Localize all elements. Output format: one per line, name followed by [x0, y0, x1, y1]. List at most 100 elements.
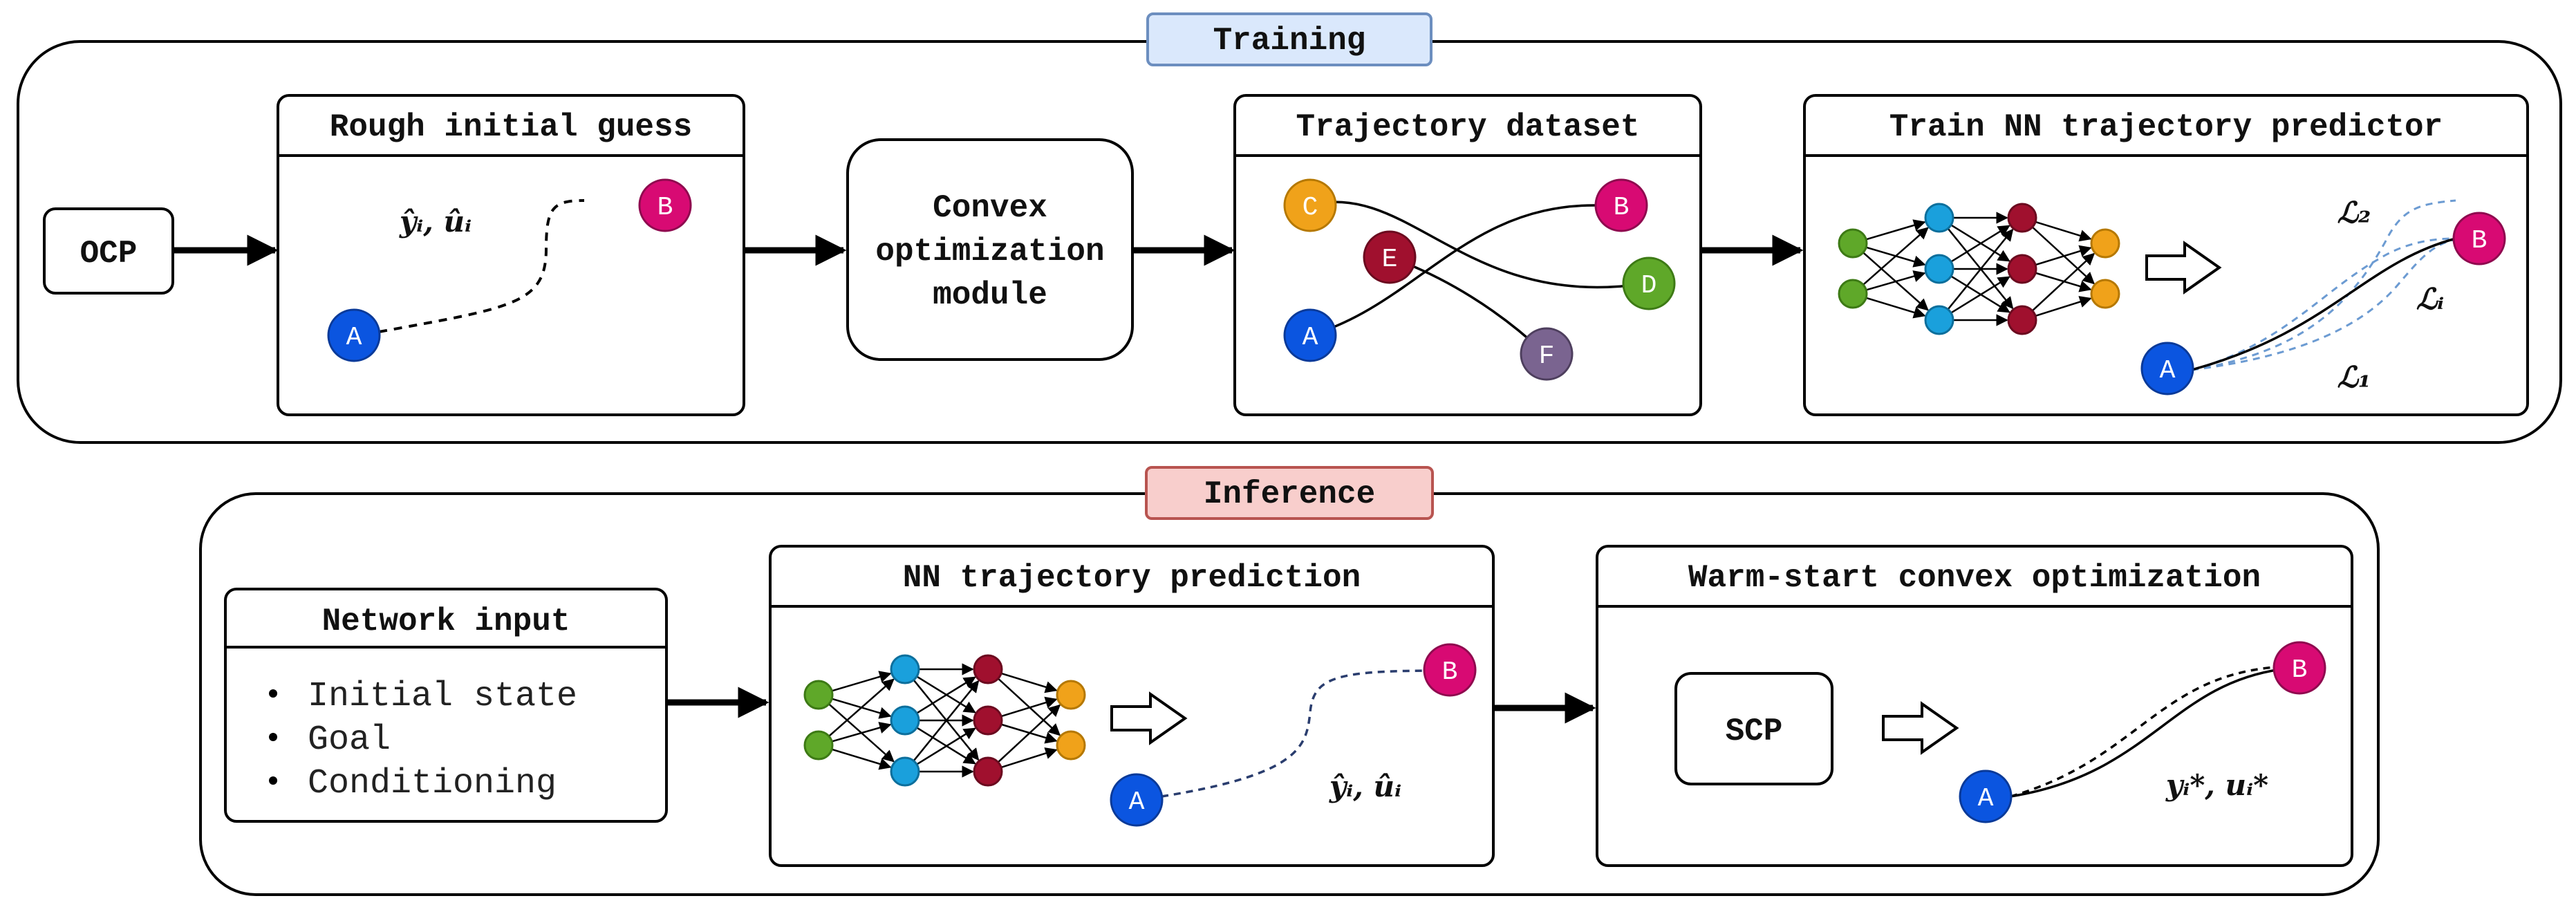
input-item-initial-state: Initial state [308, 677, 577, 716]
svg-text:A: A [346, 323, 362, 353]
nn-edge [1865, 219, 1926, 241]
nn-edge [2035, 221, 2092, 242]
loss-i-label: ℒᵢ [2416, 282, 2444, 316]
nn-neuron [1924, 254, 1954, 284]
loss-curve-1 [2191, 199, 2456, 371]
training-panel: Training OCP Rough initial guess ŷᵢ, ûᵢ … [17, 12, 2562, 444]
node-a [1110, 773, 1164, 827]
nn-edge [1947, 228, 2014, 310]
nn-neuron [973, 756, 1003, 787]
nn-prediction-box: NN trajectory prediction A B ŷᵢ, ûᵢ [769, 545, 1495, 867]
bullet-dot [269, 776, 277, 785]
svg-text:A: A [1129, 787, 1145, 817]
hollow-arrow-icon [1882, 701, 1959, 755]
bullet-dot [269, 733, 277, 741]
rough-guess-title: Rough initial guess [330, 109, 693, 145]
warm-start-title: Warm-start convex optimization [1688, 560, 2261, 596]
svg-text:A: A [1978, 784, 1994, 814]
nn-neuron [2007, 305, 2037, 335]
node-b [1594, 178, 1648, 232]
node-a [1959, 770, 2013, 823]
nn-neuron [2007, 254, 2037, 284]
nn-edge [997, 678, 1061, 736]
bullet-dot [269, 689, 277, 698]
node-c [1283, 178, 1337, 232]
traj-c-d [1309, 200, 1646, 289]
inference-label: Inference [1204, 476, 1375, 512]
network-input-title: Network input [322, 604, 570, 640]
svg-text:F: F [1539, 342, 1555, 371]
optimized-trajectory [2010, 668, 2282, 798]
nn-edge [1863, 227, 1929, 286]
neural-network-icon [803, 654, 1086, 787]
nn-neuron [890, 705, 920, 736]
svg-text:C: C [1303, 193, 1318, 223]
nn-edge [916, 727, 976, 765]
node-f [1520, 327, 1574, 381]
loss-curve-2 [2191, 237, 2456, 371]
nn-neuron [803, 680, 834, 710]
nn-neuron [1056, 680, 1086, 710]
loss-curve-3 [2191, 237, 2462, 371]
rough-guess-box: Rough initial guess ŷᵢ, ûᵢ A B [277, 94, 745, 416]
convex-line-1: Convex [933, 190, 1047, 226]
convex-line-3: module [933, 277, 1047, 313]
nn-edge [2031, 226, 2096, 285]
hollow-arrow-icon [1110, 691, 1188, 745]
train-nn-box: Train NN trajectory predictor A B ℒ₂ ℒᵢ … [1803, 94, 2529, 416]
nn-neuron [803, 730, 834, 761]
scp-box [1674, 672, 1833, 785]
svg-text:A: A [2160, 356, 2176, 386]
nn-neuron [2090, 279, 2120, 309]
inference-tag [1145, 466, 1434, 520]
nn-neuron [2090, 228, 2120, 259]
nn-neuron [973, 705, 1003, 736]
training-label: Training [1213, 23, 1366, 59]
nn-edge [2035, 245, 2092, 266]
network-input-box: Network input Initial state Goal Conditi… [224, 588, 668, 823]
node-e [1363, 230, 1417, 284]
svg-text:B: B [657, 193, 673, 223]
warm-start-trajectory [2010, 666, 2275, 798]
traj-a-b [1309, 204, 1598, 337]
predicted-trajectory [1161, 669, 1439, 798]
nn-neuron [1838, 279, 1868, 309]
nn-edge [1865, 297, 1926, 319]
nn-edge [2031, 252, 2096, 312]
nn-edge [1000, 672, 1058, 693]
node-a [2140, 342, 2194, 395]
nn-neuron [1924, 203, 1954, 233]
inference-panel: Inference Network input Initial state Go… [199, 466, 2380, 896]
loss-2-label: ℒ₂ [2337, 196, 2371, 230]
warm-start-math: yᵢ*, uᵢ* [2165, 768, 2268, 802]
nn-neuron [1838, 228, 1868, 259]
input-item-goal: Goal [308, 720, 391, 760]
nn-prediction-title: NN trajectory prediction [903, 560, 1361, 596]
dataset-title: Trajectory dataset [1296, 109, 1640, 145]
nn-edge [828, 678, 895, 737]
nn-neuron [1056, 730, 1086, 761]
svg-text:B: B [1442, 657, 1458, 687]
nn-neuron [2007, 203, 2037, 233]
nn-edge [1950, 225, 2010, 263]
node-d [1622, 257, 1676, 310]
nn-edge [1950, 276, 2010, 314]
nn-edge [831, 748, 892, 770]
nn-neuron [1924, 305, 1954, 335]
nn-edge [1865, 270, 1926, 291]
svg-text:E: E [1382, 245, 1398, 274]
node-b [2452, 212, 2506, 265]
svg-text:D: D [1641, 271, 1657, 301]
nn-neuron [890, 654, 920, 684]
convex-line-2: optimization [875, 234, 1104, 270]
svg-text:B: B [2292, 655, 2308, 685]
nn-edge [1000, 696, 1058, 718]
svg-text:B: B [2472, 226, 2488, 256]
nn-edge [831, 722, 892, 743]
train-nn-title: Train NN trajectory predictor [1889, 109, 2443, 145]
dataset-box: Trajectory dataset C E A B D F [1233, 94, 1702, 416]
rough-guess-trajectory [378, 199, 585, 333]
hollow-arrow-icon [2145, 241, 2222, 295]
svg-text:A: A [1303, 323, 1318, 353]
